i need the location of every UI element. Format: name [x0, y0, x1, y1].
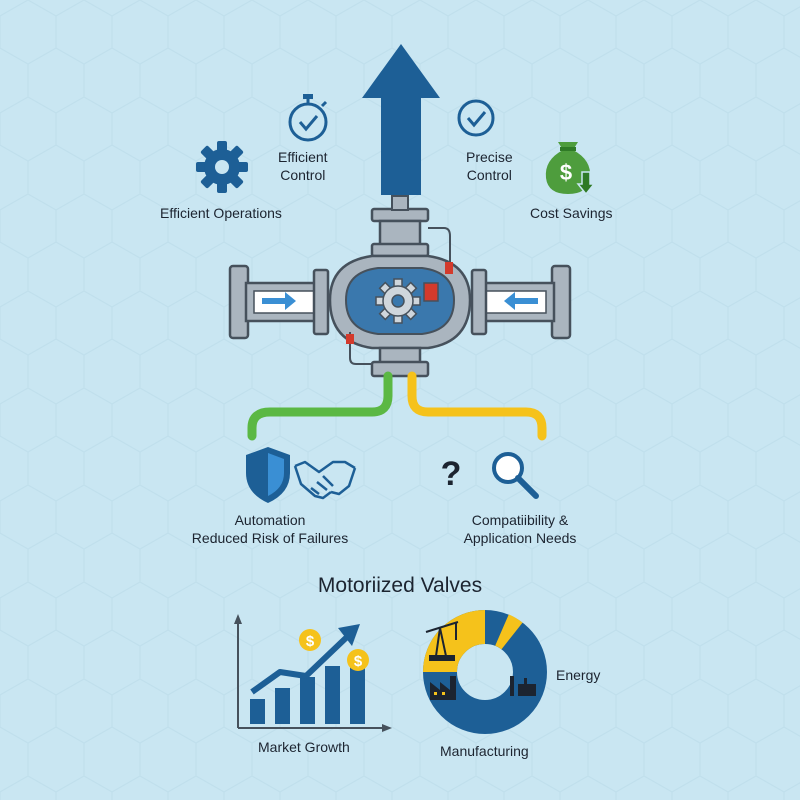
check-circle-icon — [457, 99, 495, 137]
factory-icon — [430, 676, 456, 700]
donut-chart-icon — [423, 610, 547, 734]
shield-icon — [246, 447, 290, 503]
growth-bar — [350, 655, 365, 724]
label-automation-line2: Reduced Risk of Failures — [191, 530, 349, 546]
oil-pump-icon — [425, 621, 459, 661]
label-compatibility-line1: Compatiibility & — [471, 512, 569, 528]
label-precise-control-line1: Precise — [466, 149, 513, 165]
question-icon: ? — [441, 455, 462, 493]
growth-bar — [300, 677, 315, 724]
label-cost-savings: Cost Savings — [530, 205, 613, 221]
label-automation-line1: Automation — [234, 512, 306, 528]
up-arrow-icon — [362, 44, 440, 195]
label-efficient-control-line1: Efficient — [278, 149, 328, 165]
label-precise-control: Precise Control — [466, 148, 513, 184]
coin-icon: $ — [347, 649, 369, 671]
label-efficient-control: Efficient Control — [278, 148, 328, 184]
gear-icon — [196, 141, 248, 193]
label-compatibility-line2: Application Needs — [463, 530, 577, 546]
coin-icon: $ — [299, 629, 321, 651]
coin-dollar: $ — [306, 633, 315, 650]
money-bag-dollar: $ — [560, 160, 572, 185]
magnifier-icon — [492, 452, 539, 499]
flow-arrow-left-icon — [504, 292, 538, 310]
page-title: Motoriized Valves — [317, 574, 483, 597]
money-bag-icon: $ — [545, 142, 596, 196]
label-automation: Automation Reduced Risk of Failures — [170, 511, 370, 547]
valve-diagram — [228, 195, 572, 378]
label-precise-control-line2: Control — [466, 167, 512, 183]
label-market-growth: Market Growth — [258, 739, 350, 755]
donut-segment-energy — [423, 610, 486, 673]
green-branch-line — [247, 371, 393, 441]
growth-bar — [250, 699, 265, 724]
label-efficient-operations: Efficient Operations — [160, 205, 282, 221]
label-compatibility: Compatiibility & Application Needs — [420, 511, 620, 547]
valve-gear-icon — [375, 278, 421, 324]
coin-dollar: $ — [354, 653, 363, 670]
flow-arrow-right-icon — [262, 292, 296, 310]
label-manufacturing: Manufacturing — [440, 743, 529, 759]
refinery-icon — [510, 676, 536, 696]
growth-bar — [275, 688, 290, 724]
growth-chart-icon: $ $ — [234, 614, 392, 732]
growth-bars — [250, 655, 365, 724]
handshake-icon — [293, 460, 357, 500]
yellow-branch-line — [407, 371, 547, 441]
label-energy: Energy — [556, 667, 601, 683]
growth-bar — [325, 666, 340, 724]
label-efficient-control-line2: Control — [280, 167, 326, 183]
stopwatch-icon — [288, 94, 328, 142]
